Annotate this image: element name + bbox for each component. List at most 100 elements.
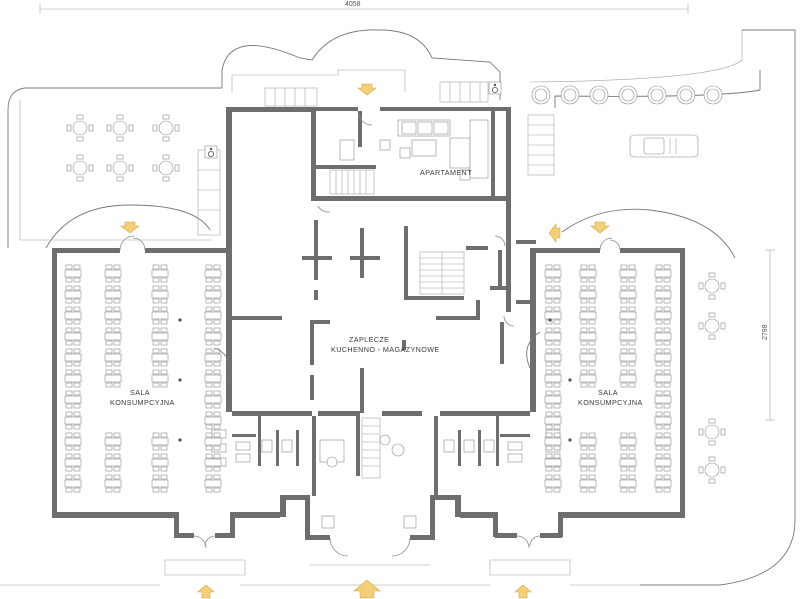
round-table-icon [152,154,180,182]
dining-table [64,264,82,283]
entrance-arrow-icon [514,584,532,599]
label-backroom-line1: ZAPLECZE [349,335,389,344]
car-icon [629,134,699,158]
bar-counter-right [526,331,541,369]
dining-table [619,432,637,451]
dining-table [151,264,169,283]
dining-table [204,306,222,325]
dining-table [654,264,672,283]
round-table-icon [676,85,696,105]
round-table-icon [66,154,94,182]
dining-table [151,369,169,388]
dining-table [151,453,169,472]
dining-table [579,264,597,283]
dining-table [151,474,169,493]
dining-table [654,390,672,409]
round-table-icon [106,114,134,142]
dining-table [654,474,672,493]
label-apartment: APARTAMENT [420,168,472,177]
dining-table [579,432,597,451]
wheelchair-icon [488,81,502,95]
round-table-icon [66,114,94,142]
dining-table [64,327,82,346]
round-table-icon [106,154,134,182]
dining-table [544,327,562,346]
dining-table [104,264,122,283]
dining-table [204,264,222,283]
dining-table [64,474,82,493]
dining-table [544,369,562,388]
dining-table [654,369,672,388]
dining-table [64,411,82,430]
doors [119,110,621,557]
outdoor-tables-right [698,272,726,484]
dining-table [151,327,169,346]
round-tables-top [531,85,723,105]
dining-table [579,369,597,388]
width-dimension-label: 4058 [345,1,361,8]
dining-table [654,411,672,430]
dining-table [104,285,122,304]
dining-table [151,348,169,367]
dining-table [104,474,122,493]
dining-table [104,306,122,325]
dining-table [619,453,637,472]
dining-table [654,306,672,325]
dining-table [544,474,562,493]
dining-table [619,285,637,304]
label-backroom-line2: KUCHENNO - MAGAZYNOWE [331,345,440,354]
dining-table [104,432,122,451]
dining-table [64,390,82,409]
apartment-furniture [339,119,489,181]
dining-table [104,327,122,346]
dining-table [64,306,82,325]
dining-table [619,474,637,493]
entrance-arrow-icon [353,579,381,599]
dining-table [544,432,562,451]
dining-table [204,390,222,409]
entrance-arrow-icon [548,223,561,243]
dining-table [619,369,637,388]
round-table-icon [698,272,726,300]
dining-table [579,474,597,493]
entrance-arrows [120,83,610,599]
dining-table [544,348,562,367]
dining-table [64,285,82,304]
dining-table [619,306,637,325]
dining-table [104,348,122,367]
round-table-icon [647,85,667,105]
dining-table [64,369,82,388]
dining-table [104,369,122,388]
round-table-icon [589,85,609,105]
dining-table [579,285,597,304]
dining-table [204,348,222,367]
round-table-icon [698,418,726,446]
dining-table [204,411,222,430]
dining-table [579,348,597,367]
dining-table [654,327,672,346]
dining-table [544,411,562,430]
outdoor-tables-left [66,114,180,182]
hall-left-tables [64,264,222,493]
dining-table [619,327,637,346]
label-hall-right-line1: SALA [598,388,618,397]
bar-counter-left [214,347,231,381]
stairs [197,81,555,479]
dining-table [151,306,169,325]
round-table-icon [698,312,726,340]
dining-table [579,306,597,325]
dining-table [544,306,562,325]
dining-table [104,453,122,472]
entrance-arrow-icon [357,83,377,96]
dining-table [204,327,222,346]
dining-table [204,453,222,472]
dining-table [544,453,562,472]
dining-table [544,264,562,283]
round-table-icon [698,456,726,484]
round-table-icon [618,85,638,105]
round-table-icon [560,85,580,105]
dining-table [544,390,562,409]
dining-table [654,432,672,451]
depth-dimension: 2798 [762,249,775,421]
